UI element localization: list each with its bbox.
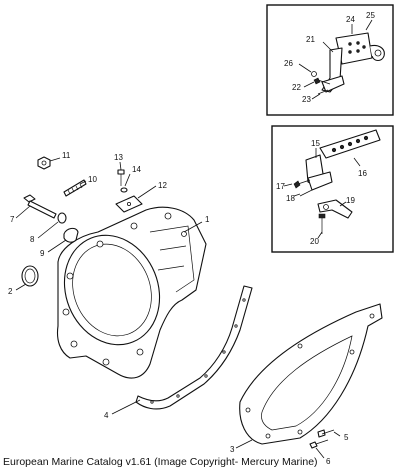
- image-caption: European Marine Catalog v1.61 (Image Cop…: [3, 456, 318, 468]
- callout-9: 9: [40, 249, 45, 258]
- callout-3: 3: [230, 445, 235, 454]
- callout-21: 21: [306, 35, 315, 44]
- callout-6: 6: [326, 457, 331, 466]
- callout-18: 18: [286, 194, 295, 203]
- callout-26: 26: [284, 59, 293, 68]
- callout-19: 19: [346, 196, 355, 205]
- callout-1: 1: [205, 215, 210, 224]
- callout-22: 22: [292, 83, 301, 92]
- callout-24: 24: [346, 15, 355, 24]
- callout-2: 2: [8, 287, 13, 296]
- callout-23: 23: [302, 95, 311, 104]
- callout-labels: 1 2 3 4 5 6 7 8 9 10 11 12 13 14: [8, 151, 349, 466]
- callout-25: 25: [366, 11, 375, 20]
- callout-14: 14: [132, 165, 141, 174]
- callout-4: 4: [104, 411, 109, 420]
- callout-10: 10: [88, 175, 97, 184]
- callout-11: 11: [62, 151, 71, 160]
- callout-17: 17: [276, 182, 285, 191]
- callout-15: 15: [311, 139, 320, 148]
- callout-20: 20: [310, 237, 319, 246]
- callout-13: 13: [114, 153, 123, 162]
- cover-plate: [239, 303, 383, 445]
- callout-8: 8: [30, 235, 35, 244]
- inset-box-upper: 24 25 21 26 22 23: [266, 4, 394, 116]
- inset-box-lower: 15 16 17 18 19 20: [271, 125, 394, 253]
- callout-5: 5: [344, 433, 349, 442]
- leader-lines: [15, 157, 341, 459]
- flywheel-housing: [56, 206, 207, 379]
- callout-7: 7: [10, 215, 15, 224]
- callout-16: 16: [358, 169, 367, 178]
- callout-12: 12: [158, 181, 167, 190]
